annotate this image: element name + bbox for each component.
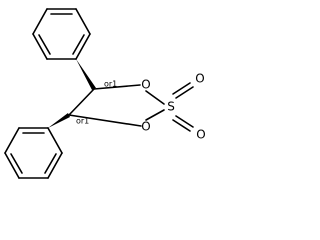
bond bbox=[47, 127, 63, 154]
double-bond-inner bbox=[38, 34, 51, 55]
bond bbox=[4, 127, 20, 154]
sulfonyl-bonds bbox=[172, 82, 194, 132]
sulfonyl-oxygen-top-label: O bbox=[195, 72, 204, 86]
double-bond bbox=[172, 119, 191, 132]
double-bond-inner bbox=[72, 34, 85, 55]
bond bbox=[145, 90, 165, 105]
bond bbox=[68, 114, 142, 127]
phenyl-ring-top bbox=[32, 8, 91, 60]
bond bbox=[32, 8, 48, 35]
bond bbox=[68, 88, 95, 116]
bond bbox=[4, 152, 20, 179]
cyclic-sulfate-ring bbox=[68, 84, 165, 127]
bond bbox=[75, 33, 91, 60]
double-bond-inner bbox=[44, 153, 57, 174]
wedge-bond-bottom bbox=[48, 113, 70, 128]
double-bond bbox=[172, 82, 191, 95]
double-bond bbox=[175, 115, 194, 128]
bond bbox=[32, 33, 48, 60]
molecule-structure: O O S O O or1 or1 bbox=[4, 8, 206, 179]
bond bbox=[47, 152, 63, 179]
bond bbox=[93, 84, 141, 90]
double-bond-inner bbox=[10, 153, 23, 174]
phenyl-ring-bottom bbox=[4, 127, 63, 179]
double-bond bbox=[175, 86, 194, 99]
ring-oxygen-top-label: O bbox=[141, 78, 150, 92]
bond bbox=[145, 109, 165, 121]
ring-oxygen-bottom-label: O bbox=[141, 120, 150, 134]
bond bbox=[75, 8, 91, 35]
sulfur-label: S bbox=[167, 100, 175, 114]
stereo-label-top: or1 bbox=[104, 80, 117, 89]
sulfonyl-oxygen-bottom-label: O bbox=[196, 128, 205, 142]
wedge-bond-top bbox=[76, 59, 96, 90]
stereo-label-bottom: or1 bbox=[76, 117, 89, 126]
